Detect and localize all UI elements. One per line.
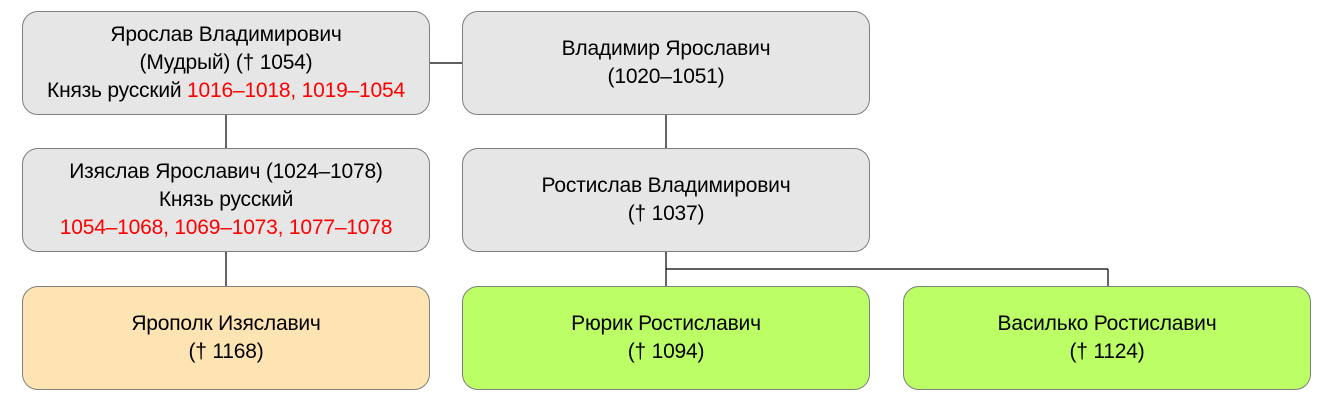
node-dates: († 1094) <box>627 340 705 363</box>
node-vasilko-rostislavich: Василько Ростиславич († 1124) <box>903 286 1311 390</box>
node-dates: († 1124) <box>1069 340 1145 363</box>
node-dates: (1020–1051) <box>607 65 725 88</box>
node-dates: († 1168) <box>188 340 264 363</box>
node-izyaslav-yaroslavich: Изяслав Ярославич (1024–1078) Князь русс… <box>22 148 430 252</box>
node-epithet: (Мудрый) († 1054) <box>139 51 313 74</box>
node-vladimir-yaroslavich: Владимир Ярославич (1020–1051) <box>462 11 870 115</box>
node-yaroslav-vladimirovich: Ярослав Владимирович (Мудрый) († 1054) К… <box>22 11 430 115</box>
node-rostislav-vladimirovich: Ростислав Владимирович († 1037) <box>462 148 870 252</box>
node-name: Ярополк Изяславич <box>131 312 321 335</box>
node-name: Владимир Ярославич <box>561 37 771 60</box>
node-yaropolk-izyaslavich: Ярополк Изяславич († 1168) <box>22 286 430 390</box>
node-name: Василько Ростиславич <box>997 312 1217 335</box>
node-title: Князь русский <box>47 79 182 102</box>
node-name: Изяслав Ярославич (1024–1078) <box>69 160 383 183</box>
node-name: Ростислав Владимирович <box>541 174 791 197</box>
node-dates: († 1037) <box>627 202 705 225</box>
node-name: Рюрик Ростиславич <box>571 312 761 335</box>
node-title-reign: Князь русский 1016–1018, 1019–1054 <box>47 77 405 105</box>
node-name: Ярослав Владимирович <box>110 23 342 46</box>
node-title: Князь русский <box>158 188 294 211</box>
node-reign-years: 1054–1068, 1069–1073, 1077–1078 <box>59 216 393 239</box>
node-reign-years: 1016–1018, 1019–1054 <box>187 79 405 102</box>
node-ryurik-rostislavich: Рюрик Ростиславич († 1094) <box>462 286 870 390</box>
